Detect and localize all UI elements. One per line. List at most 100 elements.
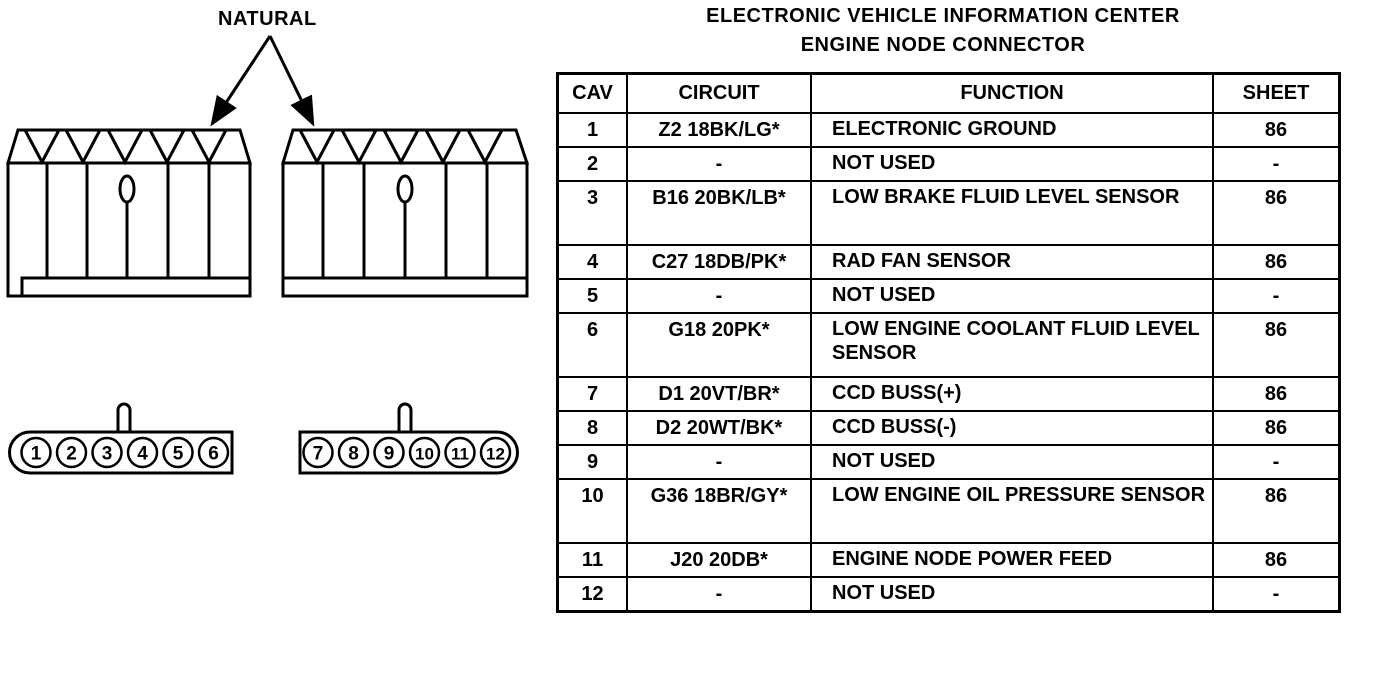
pin-10-circle bbox=[408, 436, 441, 469]
sheet-cell: - bbox=[1212, 278, 1341, 314]
header-sheet: SHEET bbox=[1212, 72, 1341, 114]
function-cell: CCD BUSS(+) bbox=[810, 376, 1214, 412]
table-row: 2-NOT USED- bbox=[556, 146, 1341, 182]
table-header-row: CAV CIRCUIT FUNCTION SHEET bbox=[556, 72, 1341, 114]
header-function: FUNCTION bbox=[810, 72, 1214, 114]
cav-cell: 7 bbox=[556, 376, 628, 412]
pin-5-label: 5 bbox=[173, 444, 184, 465]
cav-cell: 8 bbox=[556, 410, 628, 446]
right-pin-group: 7 8 9 10 11 12 bbox=[302, 436, 512, 469]
sheet-cell: - bbox=[1212, 576, 1341, 612]
pin-10-label: 10 bbox=[415, 445, 434, 464]
function-cell: LOW ENGINE COOLANT FLUID LEVEL SENSOR bbox=[810, 312, 1214, 378]
sheet-cell: 86 bbox=[1212, 312, 1341, 378]
header-circuit: CIRCUIT bbox=[626, 72, 812, 114]
circuit-cell: C27 18DB/PK* bbox=[626, 244, 812, 280]
pin-6-label: 6 bbox=[208, 444, 219, 465]
pin-9-label: 9 bbox=[384, 444, 395, 465]
pin-5-circle bbox=[162, 436, 194, 469]
pin-3-circle bbox=[91, 436, 123, 469]
circuit-cell: - bbox=[626, 278, 812, 314]
sheet-cell: - bbox=[1212, 444, 1341, 480]
left-pin-group: 1 2 3 4 5 6 bbox=[20, 436, 230, 469]
function-cell: LOW ENGINE OIL PRESSURE SENSOR bbox=[810, 478, 1214, 544]
circuit-cell: B16 20BK/LB* bbox=[626, 180, 812, 246]
circuit-cell: Z2 18BK/LG* bbox=[626, 112, 812, 148]
sheet-cell: - bbox=[1212, 146, 1341, 182]
pin-7-circle bbox=[302, 436, 334, 469]
cav-cell: 4 bbox=[556, 244, 628, 280]
sheet-cell: 86 bbox=[1212, 410, 1341, 446]
arrow-to-right-connector bbox=[268, 35, 315, 127]
cav-cell: 9 bbox=[556, 444, 628, 480]
sheet-cell: 86 bbox=[1212, 376, 1341, 412]
pin-3-label: 3 bbox=[102, 444, 113, 465]
sheet-cell: 86 bbox=[1212, 244, 1341, 280]
function-cell: NOT USED bbox=[810, 576, 1214, 612]
pin-1-circle bbox=[20, 436, 52, 469]
circuit-cell: D2 20WT/BK* bbox=[626, 410, 812, 446]
function-cell: NOT USED bbox=[810, 444, 1214, 480]
natural-label: NATURAL bbox=[218, 8, 317, 30]
pin-9-circle bbox=[373, 436, 405, 469]
function-cell: ENGINE NODE POWER FEED bbox=[810, 542, 1214, 578]
pin-11-label: 11 bbox=[451, 445, 469, 464]
circuit-cell: - bbox=[626, 146, 812, 182]
pin-4-circle bbox=[126, 436, 159, 469]
sheet-cell: 86 bbox=[1212, 112, 1341, 148]
right-connector-side-view bbox=[280, 128, 530, 298]
circuit-cell: - bbox=[626, 444, 812, 480]
arrow-to-left-connector bbox=[210, 35, 272, 127]
table-title-line1: ELECTRONIC VEHICLE INFORMATION CENTER bbox=[706, 5, 1180, 27]
circuit-cell: D1 20VT/BR* bbox=[626, 376, 812, 412]
sheet-cell: 86 bbox=[1212, 478, 1341, 544]
cav-cell: 1 bbox=[556, 112, 628, 148]
sheet-cell: 86 bbox=[1212, 542, 1341, 578]
cav-cell: 12 bbox=[556, 576, 628, 612]
pin-4-label: 4 bbox=[137, 444, 148, 465]
pin-12-circle bbox=[479, 436, 512, 469]
cav-cell: 11 bbox=[556, 542, 628, 578]
header-cav: CAV bbox=[556, 72, 628, 114]
cav-cell: 6 bbox=[556, 312, 628, 378]
cav-cell: 5 bbox=[556, 278, 628, 314]
pin-1-label: 1 bbox=[31, 444, 42, 465]
cav-cell: 3 bbox=[556, 180, 628, 246]
function-cell: NOT USED bbox=[810, 278, 1214, 314]
table-title-line2: ENGINE NODE CONNECTOR bbox=[800, 34, 1086, 56]
circuit-cell: - bbox=[626, 576, 812, 612]
pin-11-circle bbox=[444, 436, 476, 469]
pin-8-circle bbox=[337, 436, 370, 469]
table-row: 5-NOT USED- bbox=[556, 278, 1341, 314]
pin-12-label: 12 bbox=[486, 445, 505, 464]
circuit-cell: G36 18BR/GY* bbox=[626, 478, 812, 544]
function-cell: ELECTRONIC GROUND bbox=[810, 112, 1214, 148]
function-cell: LOW BRAKE FLUID LEVEL SENSOR bbox=[810, 180, 1214, 246]
circuit-cell: J20 20DB* bbox=[626, 542, 812, 578]
pin-2-circle bbox=[55, 436, 88, 469]
pin-7-label: 7 bbox=[313, 444, 324, 465]
cav-cell: 2 bbox=[556, 146, 628, 182]
circuit-cell: G18 20PK* bbox=[626, 312, 812, 378]
left-connector-side-view bbox=[5, 128, 253, 298]
pin-2-label: 2 bbox=[66, 444, 77, 465]
function-cell: NOT USED bbox=[810, 146, 1214, 182]
pin-6-circle bbox=[197, 436, 230, 469]
function-cell: CCD BUSS(-) bbox=[810, 410, 1214, 446]
table-row: 9-NOT USED- bbox=[556, 444, 1341, 480]
pin-8-label: 8 bbox=[348, 444, 359, 465]
sheet-cell: 86 bbox=[1212, 180, 1341, 246]
table-row: 12-NOT USED- bbox=[556, 576, 1341, 612]
cav-cell: 10 bbox=[556, 478, 628, 544]
function-cell: RAD FAN SENSOR bbox=[810, 244, 1214, 280]
